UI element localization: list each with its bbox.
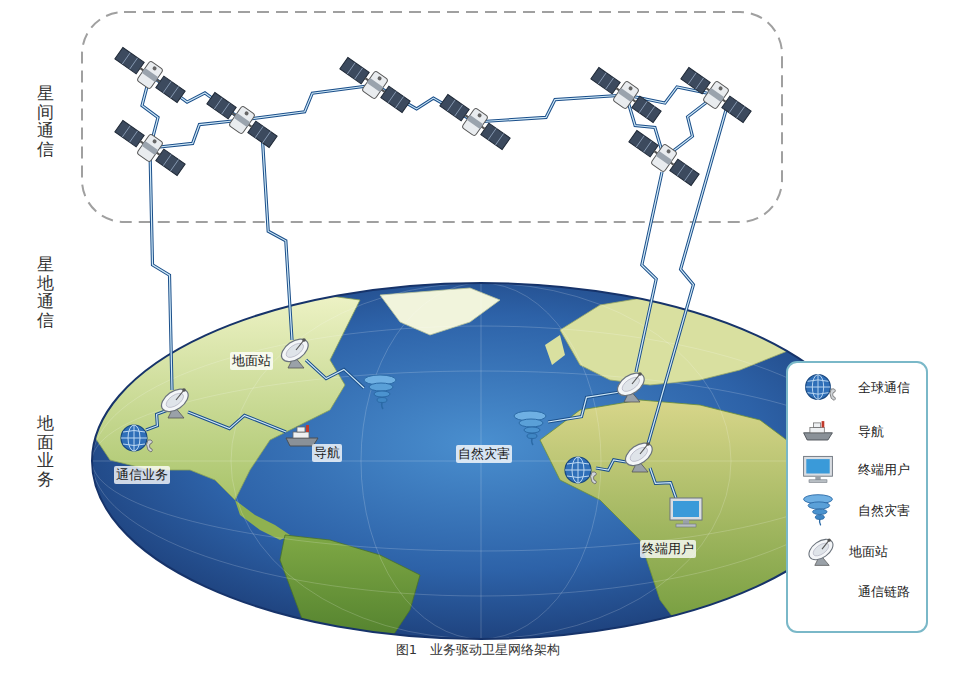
link-outline <box>146 410 168 430</box>
link-outline <box>596 460 626 470</box>
link-outline <box>650 468 676 498</box>
central-america <box>235 500 290 540</box>
layer-label: 星间通信 <box>37 84 54 159</box>
link-core <box>188 412 286 432</box>
links <box>142 75 834 602</box>
link-core <box>650 468 676 498</box>
north-america <box>90 292 360 500</box>
link-core <box>150 150 172 390</box>
link-outline <box>242 85 375 120</box>
map-label: 终端用户 <box>640 540 696 558</box>
figure-caption: 图1 业务驱动卫星网络架构 <box>396 641 560 659</box>
layer-label: 星地通信 <box>37 255 54 330</box>
europe <box>560 295 790 385</box>
link-core <box>636 172 662 372</box>
link-core <box>262 132 292 340</box>
map-label: 通信业务 <box>114 466 170 484</box>
link-outline <box>548 392 620 422</box>
map-label: 导航 <box>312 444 342 462</box>
legend-panel <box>787 362 927 632</box>
map-label: 地面站 <box>230 352 273 370</box>
link-core <box>475 95 626 122</box>
link-outline <box>188 412 286 432</box>
legend-text: 导航 <box>858 423 884 441</box>
legend-text: 全球通信 <box>858 379 910 397</box>
link-outline <box>262 132 292 340</box>
ground-icons <box>121 334 702 527</box>
space-region <box>82 12 782 222</box>
earth <box>90 283 870 650</box>
link-outline <box>636 172 662 372</box>
link-core <box>150 120 242 148</box>
link-core <box>146 410 168 430</box>
link-core <box>548 392 620 422</box>
greenland <box>380 288 500 335</box>
link-outline <box>150 120 242 148</box>
link-outline <box>306 360 364 388</box>
satellites <box>112 43 754 189</box>
britain <box>545 335 565 365</box>
link-core <box>306 360 364 388</box>
map-label: 自然灾害 <box>456 445 512 463</box>
link-core <box>242 85 375 120</box>
legend-text: 通信链路 <box>858 583 910 601</box>
link-core <box>596 460 626 470</box>
legend-text: 地面站 <box>849 543 888 561</box>
link-outline <box>150 150 172 390</box>
link-outline <box>475 95 626 122</box>
legend-text: 终端用户 <box>858 461 910 479</box>
legend-text: 自然灾害 <box>858 502 910 520</box>
layer-label: 地面业务 <box>37 414 54 489</box>
